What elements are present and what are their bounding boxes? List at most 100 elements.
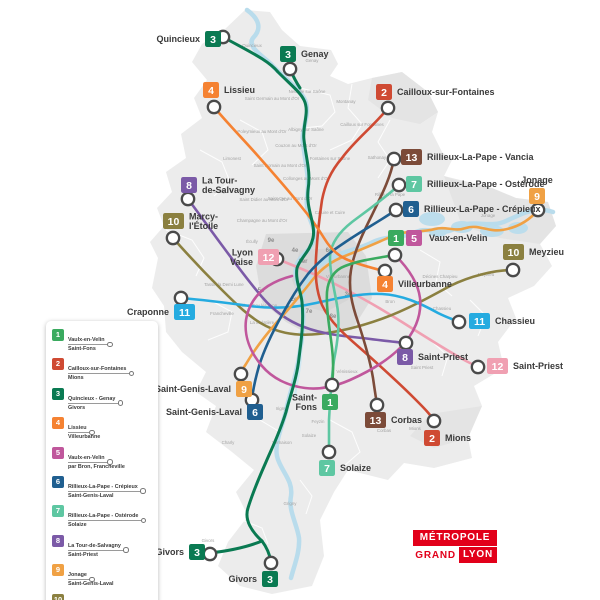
line-badge-9 [529, 188, 545, 204]
legend-destination: Saint-Fons [68, 346, 96, 352]
line-badge-number: 13 [370, 415, 382, 427]
line-badge-number: 8 [402, 352, 408, 364]
line-badge-number: 10 [168, 216, 180, 228]
legend-origin: Vaulx-en-Velin [68, 455, 113, 465]
line-badge-number: 11 [179, 307, 190, 319]
commune-name: Saint Priest [411, 365, 434, 370]
station-name: Mions [445, 433, 471, 443]
line-badge-1 [322, 394, 338, 410]
commune-name: Tassin la Demi Lune [204, 282, 244, 287]
terminus-circle [505, 262, 521, 278]
line-badge-7 [406, 176, 422, 192]
terminus-circle [180, 191, 196, 207]
station-name: Saint-Genis-Laval [155, 384, 231, 394]
commune-name: Bron [385, 299, 395, 304]
legend-origin: Cailloux-sur-Fontaines [68, 366, 135, 377]
terminus-circle [233, 366, 249, 382]
transit-line-path [171, 236, 515, 337]
legend-destination: Saint-Priest [68, 551, 98, 558]
station-name: La Tour- [202, 175, 237, 185]
commune-name: Jonage [481, 213, 496, 218]
commune-name: Mions [409, 426, 422, 431]
commune-border [199, 149, 231, 197]
logo-metropole-text: MÉTROPOLE [413, 530, 497, 546]
terminus-circle [173, 290, 189, 306]
line-badge-4 [377, 276, 393, 292]
line-badge-number: 3 [194, 547, 200, 559]
commune-name: Grigny [284, 501, 298, 506]
commune-border [329, 419, 361, 467]
station-name: Givors [155, 547, 184, 557]
commune-name: Fontaines sur Saône [310, 156, 351, 161]
commune-name: Sainte Foy lès Lyon [239, 303, 278, 308]
transit-line-12 [275, 257, 480, 369]
line-badge-13 [365, 412, 386, 428]
line-badge-2 [424, 430, 440, 446]
legend-destination: Givors [68, 404, 86, 411]
commune-name: Albigny sur Saône [288, 127, 324, 132]
line-badge-number: 8 [186, 180, 192, 192]
legend-destination: Saint-Genis-Laval [68, 581, 114, 588]
terminus-circle [398, 335, 414, 351]
commune-name: Corbas [377, 428, 392, 433]
terminus-circle [321, 444, 337, 460]
commune-name: Écully [246, 239, 259, 244]
station-name: Villeurbanne [398, 279, 452, 289]
station-name: Lissieu [224, 85, 255, 95]
transit-line-path [325, 253, 397, 387]
line-badge-number: 11 [474, 316, 485, 328]
line-badge-1 [388, 230, 404, 246]
commune-name: Feyzin [312, 419, 325, 424]
line-badge-10 [163, 213, 184, 229]
logo-lyon-text: LYON [458, 547, 497, 563]
legend-destination: par Bron, Francheville [68, 463, 125, 470]
legend-line-badge: 1 [52, 329, 64, 341]
commune-name: Francheville [210, 311, 234, 316]
station-name: Fons [296, 402, 318, 412]
commune-name: Limonest [223, 156, 242, 161]
transit-line-path [275, 257, 480, 369]
line-badge-number: 3 [210, 34, 216, 46]
commune-name: Chassieu [433, 306, 452, 311]
transit-line-9 [239, 208, 540, 376]
station-name: de-Salvagny [202, 185, 255, 195]
legend-line-badge: 3 [52, 387, 64, 400]
commune-name: Quincieux [242, 43, 262, 48]
legend-origin: Lissieu [68, 425, 95, 436]
station-name: Craponne [127, 307, 169, 317]
legend-line-badge: 6 [52, 475, 64, 488]
district-label: 4e [292, 248, 299, 254]
line-badge-11 [469, 313, 490, 329]
station-name: Saint-Genis-Laval [166, 407, 242, 417]
legend-line-badge: 4 [52, 417, 64, 430]
line-badge-number: 9 [534, 191, 540, 203]
line-badge-8 [397, 349, 413, 365]
grand-lyon-logo: MÉTROPOLE GRAND LYON [413, 530, 497, 563]
legend-origin: Vaulx-en-Velin [68, 337, 113, 347]
legend-line-badge: 8 [52, 534, 64, 547]
commune-name: Genay [306, 58, 320, 63]
line-badge-6 [403, 201, 419, 217]
legend-line-badge: 10 [52, 593, 64, 600]
terminus-circle [380, 100, 396, 116]
commune-border [329, 83, 363, 151]
district-label: 2e [291, 297, 298, 303]
station-name: Cailloux-sur-Fontaines [397, 87, 495, 97]
commune-name: Champagne au Mont d'Or [237, 218, 288, 223]
